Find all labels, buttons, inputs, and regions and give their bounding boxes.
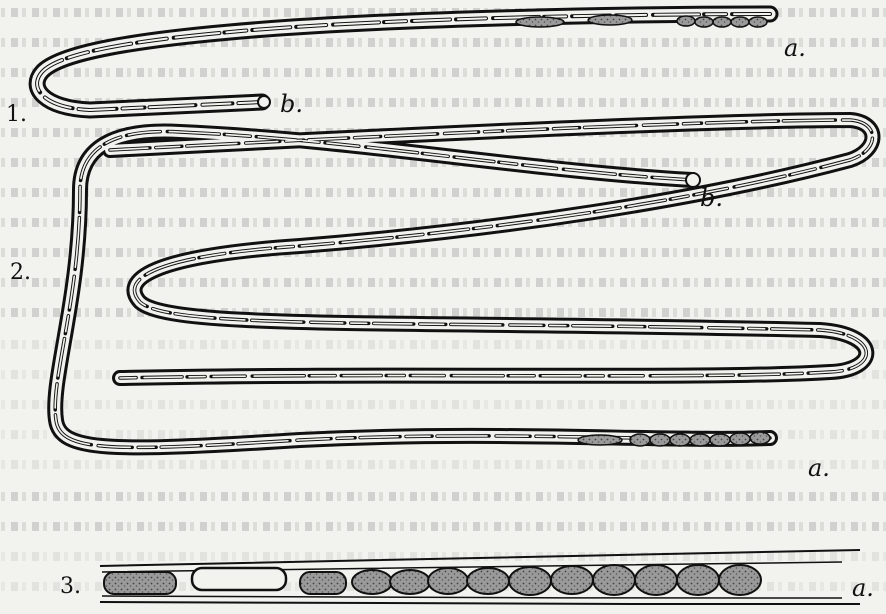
panel-2-end-b-label: b.	[700, 186, 723, 210]
panel-2-end-a-label: a.	[808, 456, 830, 480]
filament-2	[55, 120, 872, 447]
panel-1-end-b-label: b.	[280, 92, 303, 116]
panel-3-number: 3.	[60, 576, 81, 598]
filament-1	[37, 14, 770, 110]
filament-3	[100, 550, 860, 604]
panel-3-end-a-label: a.	[852, 576, 874, 600]
panel-1-end-a-label: a.	[784, 36, 806, 60]
panel-1-number: 1.	[6, 104, 27, 126]
panel-2-number: 2.	[10, 262, 31, 284]
